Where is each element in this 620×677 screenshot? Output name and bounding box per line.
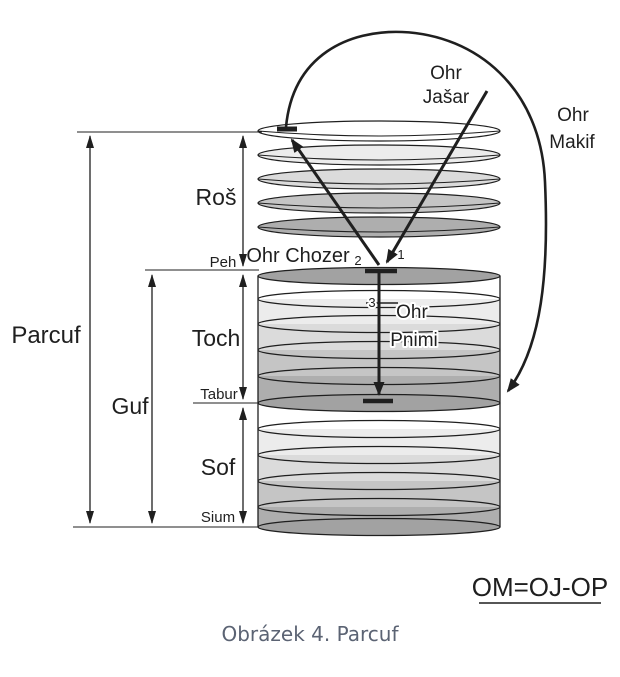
cylinder-side-edges	[257, 276, 501, 527]
tabur-label: Tabur	[200, 386, 238, 403]
ros-disk-4-chord	[257, 202, 501, 209]
guf-label: Guf	[111, 393, 149, 419]
ros-disk-2-chord	[257, 154, 501, 161]
sof-band-4	[258, 481, 500, 507]
ohr-jasar-label-line1: Ohr	[430, 63, 462, 84]
ohr-pnimi-label-line1: Ohr	[396, 302, 428, 323]
stage-number-1: 1	[397, 247, 404, 262]
ohr-chozer-label: Ohr Chozer	[246, 245, 350, 267]
sof-label: Sof	[201, 454, 236, 480]
formula-text: OM=OJ-OP	[472, 572, 609, 602]
ros-disk-4	[257, 192, 501, 214]
ros-label: Roš	[196, 184, 237, 210]
ros-disk-3	[257, 168, 501, 190]
ohr-jasar-label-line2: Jašar	[423, 87, 470, 108]
ohr-jasar-arrow	[385, 90, 489, 264]
figure-caption: Obrázek 4. Parcuf	[221, 622, 399, 646]
ohr-makif-arrow	[284, 30, 548, 393]
ros-disk-1-chord	[257, 130, 501, 137]
ros-disk-2	[257, 144, 501, 166]
peh-label: Peh	[210, 254, 237, 271]
sof-bottom-ellipse	[257, 517, 501, 537]
sof-band-3	[258, 455, 500, 481]
ohr-chozer-arrow	[290, 138, 381, 266]
ohr-pnimi-label-line2: Pnimi	[390, 330, 438, 351]
ohr-makif-label-line1: Ohr	[557, 105, 589, 126]
ros-disk-3-chord	[257, 178, 501, 185]
toch-label: Toch	[192, 325, 241, 351]
sof-cylinder	[257, 403, 501, 527]
sium-label: Sium	[201, 509, 235, 526]
ros-disks	[257, 120, 501, 238]
ohr-makif-label-line2: Makif	[549, 132, 595, 153]
parcuf-label: Parcuf	[11, 322, 81, 349]
stage-number-3: 3	[368, 295, 375, 310]
stage-number-2: 2	[354, 253, 361, 268]
sof-band-2	[258, 429, 500, 455]
ros-disk-5	[257, 216, 501, 238]
ros-disk-5-chord	[257, 226, 501, 233]
